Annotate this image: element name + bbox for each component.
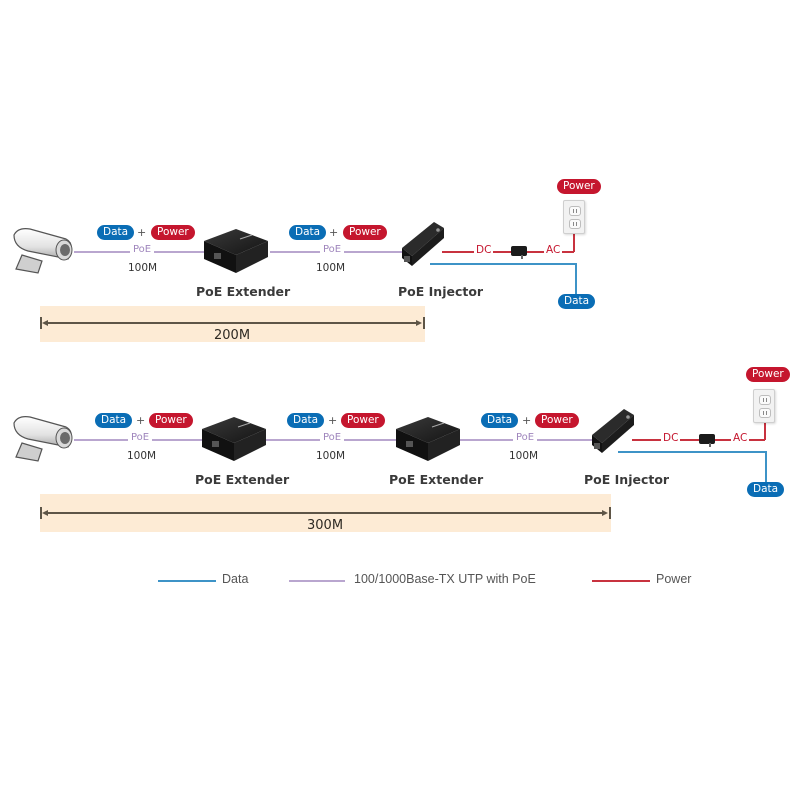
poe-injector-label: PoE Injector <box>398 284 484 299</box>
legend-label-power: Power <box>656 572 692 586</box>
segment-distance: 100M <box>509 450 539 462</box>
legend-swatch-power <box>592 580 650 582</box>
ac-cable-vertical <box>764 422 766 440</box>
plus-sign: + <box>136 414 146 427</box>
data-badge: Data <box>289 225 327 240</box>
data-cable <box>618 451 766 453</box>
power-badge: Power <box>149 413 193 428</box>
range-bar-200m <box>40 306 425 342</box>
range-cap-right <box>609 507 611 519</box>
poe-extender-device-icon <box>204 229 268 273</box>
power-adapter-icon <box>511 246 527 259</box>
legend-swatch-data <box>158 580 216 582</box>
poe-label: PoE <box>513 432 538 443</box>
poe-injector-label: PoE Injector <box>584 472 670 487</box>
data-cable-vertical <box>575 263 577 295</box>
poe-label: PoE <box>320 432 345 443</box>
ac-cable-vertical <box>573 234 575 252</box>
wall-outlet-icon <box>753 389 775 423</box>
segment-distance: 100M <box>316 262 346 274</box>
data-badge: Data <box>558 294 596 309</box>
segment-distance: 100M <box>127 450 157 462</box>
data-badge: Data <box>481 413 519 428</box>
poe-extender-device-icon <box>396 417 460 461</box>
range-cap-left <box>40 507 42 519</box>
plus-sign: + <box>328 414 338 427</box>
power-badge: Power <box>557 179 601 194</box>
segment-distance: 100M <box>316 450 346 462</box>
range-cap-left <box>40 317 42 329</box>
range-arrow-right <box>602 510 608 516</box>
data-badge: Data <box>97 225 135 240</box>
legend-swatch-poe <box>289 580 345 582</box>
dc-label: DC <box>661 432 681 444</box>
power-badge: Power <box>535 413 579 428</box>
data-badge: Data <box>287 413 325 428</box>
poe-extender-label: PoE Extender <box>389 472 484 487</box>
range-cap-right <box>423 317 425 329</box>
ip-camera-icon <box>13 416 73 462</box>
data-badge: Data <box>747 482 785 497</box>
range-arrow-right <box>416 320 422 326</box>
ac-label: AC <box>731 432 750 444</box>
data-badge: Data <box>95 413 133 428</box>
data-cable <box>430 263 576 265</box>
legend-label-poe: 100/1000Base-TX UTP with PoE <box>354 572 536 586</box>
range-line <box>44 322 420 324</box>
range-line <box>44 512 606 514</box>
data-cable-vertical <box>765 451 767 483</box>
poe-label: PoE <box>130 244 155 255</box>
poe-extender-device-icon <box>202 417 266 461</box>
segment-distance: 100M <box>128 262 158 274</box>
power-badge: Power <box>343 225 387 240</box>
power-adapter-icon <box>699 434 715 447</box>
range-label: 200M <box>214 328 251 343</box>
legend-label-data: Data <box>222 572 249 586</box>
power-badge: Power <box>151 225 195 240</box>
plus-sign: + <box>329 226 339 239</box>
poe-injector-device-icon <box>592 409 634 453</box>
poe-injector-device-icon <box>402 222 444 266</box>
range-label: 300M <box>307 518 344 533</box>
dc-label: DC <box>474 244 494 256</box>
poe-extender-label: PoE Extender <box>195 472 290 487</box>
poe-label: PoE <box>320 244 345 255</box>
ac-label: AC <box>544 244 563 256</box>
power-badge: Power <box>746 367 790 382</box>
poe-extender-label: PoE Extender <box>196 284 291 299</box>
poe-label: PoE <box>128 432 153 443</box>
wall-outlet-icon <box>563 200 585 234</box>
plus-sign: + <box>522 414 532 427</box>
power-badge: Power <box>341 413 385 428</box>
plus-sign: + <box>137 226 147 239</box>
ip-camera-icon <box>13 228 73 274</box>
